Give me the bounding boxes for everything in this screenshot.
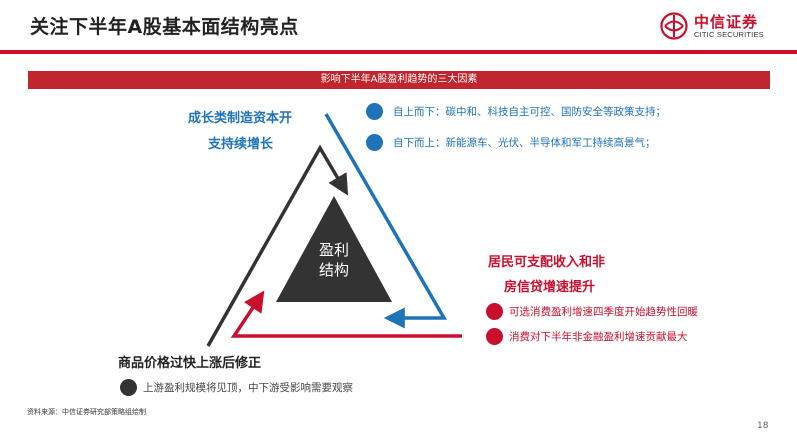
capex-bullet-1: 自上而下：碳中和、科技自主可控、国防安全等政策支持；: [366, 103, 666, 120]
logo-chinese-text: 中信证券: [694, 13, 759, 31]
core-label: 盈利 结构: [304, 240, 364, 280]
capex-factor-title-line1: 成长类制造资本开: [188, 111, 293, 126]
core-triangle: [276, 196, 392, 302]
citic-logo-icon: [660, 12, 688, 40]
capex-bullet-1-text: 自上而下：碳中和、科技自主可控、国防安全等政策支持；: [393, 106, 666, 118]
page-number: 18: [757, 421, 769, 431]
income-arrow: [230, 290, 462, 338]
commodity-arrow: [206, 144, 349, 347]
income-bullet-1-text: 可选消费盈利增速四季度开始趋势性回暖: [509, 306, 698, 318]
core-label-line1: 盈利: [318, 241, 349, 259]
capex-bullet-2: 自下而上：新能源车、光伏、半导体和军工持续高景气；: [366, 134, 656, 151]
header-divider: [0, 50, 797, 54]
section-banner: 影响下半年A股盈利趋势的三大因素: [28, 71, 770, 89]
core-label-line2: 结构: [318, 261, 349, 279]
income-factor-title-line2: 房信贷增速提升: [504, 280, 596, 295]
dark-dot-icon: [120, 379, 137, 396]
page-title: 关注下半年A股基本面结构亮点: [30, 16, 299, 38]
citic-logo: 中信证券 CITIC SECURITIES: [660, 10, 785, 44]
commodity-bullet-1-text: 上游盈利规模将见顶，中下游受影响需要观察: [143, 382, 353, 394]
income-bullet-2-text: 消费对下半年非金融盈利增速贡献最大: [509, 331, 688, 343]
red-dot-icon: [486, 303, 503, 320]
blue-dot-icon: [366, 103, 383, 120]
capex-factor-title-line2: 支持续增长: [208, 137, 274, 152]
commodity-bullet-1: 上游盈利规模将见顶，中下游受影响需要观察: [120, 379, 353, 396]
logo-english-text: CITIC SECURITIES: [694, 30, 764, 39]
income-bullet-1: 可选消费盈利增速四季度开始趋势性回暖: [486, 303, 698, 320]
red-dot-icon: [486, 328, 503, 345]
capex-bullet-2-text: 自下而上：新能源车、光伏、半导体和军工持续高景气；: [393, 137, 656, 149]
commodity-factor-title: 商品价格过快上涨后修正: [118, 356, 262, 371]
capex-arrow: [324, 113, 448, 329]
income-bullet-2: 消费对下半年非金融盈利增速贡献最大: [486, 328, 688, 345]
source-note: 资料来源：中信证券研究部策略组绘制: [27, 408, 146, 416]
blue-dot-icon: [366, 134, 383, 151]
income-factor-title-line1: 居民可支配收入和非: [488, 255, 606, 270]
